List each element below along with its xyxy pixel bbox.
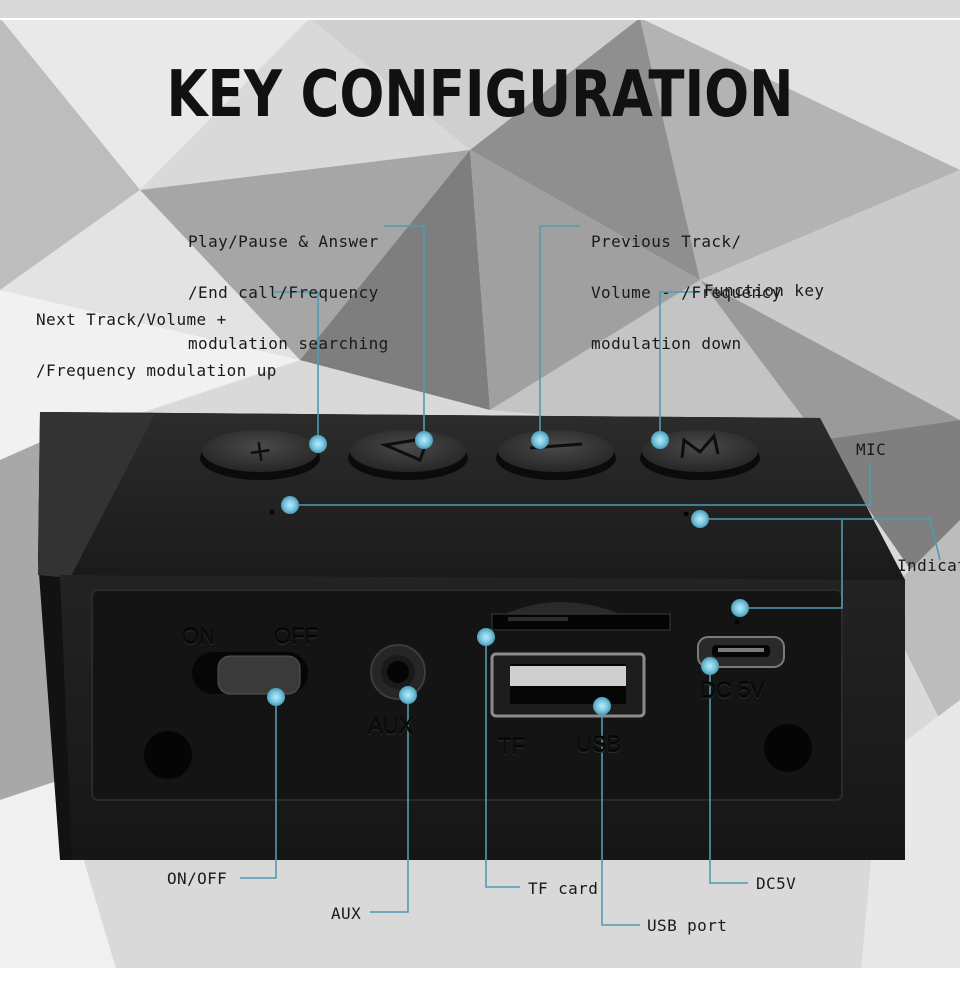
page-title: KEY CONFIGURATION: [166, 58, 794, 132]
leader-mic: [290, 462, 871, 506]
leader-previous-track: [539, 225, 580, 440]
speaker-body: [38, 412, 905, 860]
callout-indicator: Indicator: [897, 556, 960, 575]
leader-lines: [240, 225, 941, 926]
plus-button[interactable]: +: [200, 430, 320, 480]
print-tf: TF: [498, 734, 525, 759]
screw-hole-left: [144, 731, 192, 779]
leader-play-pause: [384, 225, 425, 440]
print-aux: AUX: [368, 714, 414, 739]
callout-mic: MIC: [856, 440, 887, 459]
aux-jack[interactable]: [370, 644, 426, 700]
callout-next-track: Next Track/Volume + /Frequency modulatio…: [36, 310, 277, 380]
leader-dc5v: [709, 666, 748, 884]
m-icon: [680, 432, 720, 459]
leader-indicator-top: [700, 518, 941, 561]
callout-play-pause: Play/Pause & Answer /End call/Frequency …: [188, 232, 389, 353]
usb-port[interactable]: [490, 652, 646, 718]
print-usb: USB: [576, 732, 622, 757]
leader-indicator-led: [740, 520, 843, 609]
callout-function-key: Function key: [704, 281, 825, 300]
tf-card-slot[interactable]: [491, 602, 671, 631]
leader-on-off: [240, 697, 277, 879]
leader-usb-port: [601, 706, 640, 926]
plus-icon: +: [245, 432, 275, 470]
callout-previous-track: Previous Track/ Volume - /Frequency modu…: [591, 232, 782, 353]
marker-dots: [267, 431, 749, 715]
play-pause-button[interactable]: [348, 430, 468, 480]
power-switch[interactable]: [192, 652, 308, 695]
callout-aux: AUX: [331, 904, 362, 923]
print-dc: DC 5V: [700, 678, 765, 703]
callout-on-off: ON/OFF: [167, 869, 228, 888]
screw-hole-right: [764, 724, 812, 772]
leader-aux: [370, 695, 409, 913]
leader-function-key: [659, 291, 700, 440]
leader-tf-card: [485, 640, 520, 888]
callout-dc5v: DC5V: [756, 874, 797, 893]
callout-tf-card: TF card: [528, 879, 599, 898]
leader-next-track: [274, 291, 319, 444]
dc5v-port[interactable]: [697, 636, 785, 668]
print-on: ON: [182, 624, 215, 649]
callout-usb-port: USB port: [647, 916, 728, 935]
function-m-button[interactable]: [640, 430, 760, 480]
print-off: OFF: [274, 624, 318, 649]
minus-button[interactable]: [496, 430, 616, 480]
